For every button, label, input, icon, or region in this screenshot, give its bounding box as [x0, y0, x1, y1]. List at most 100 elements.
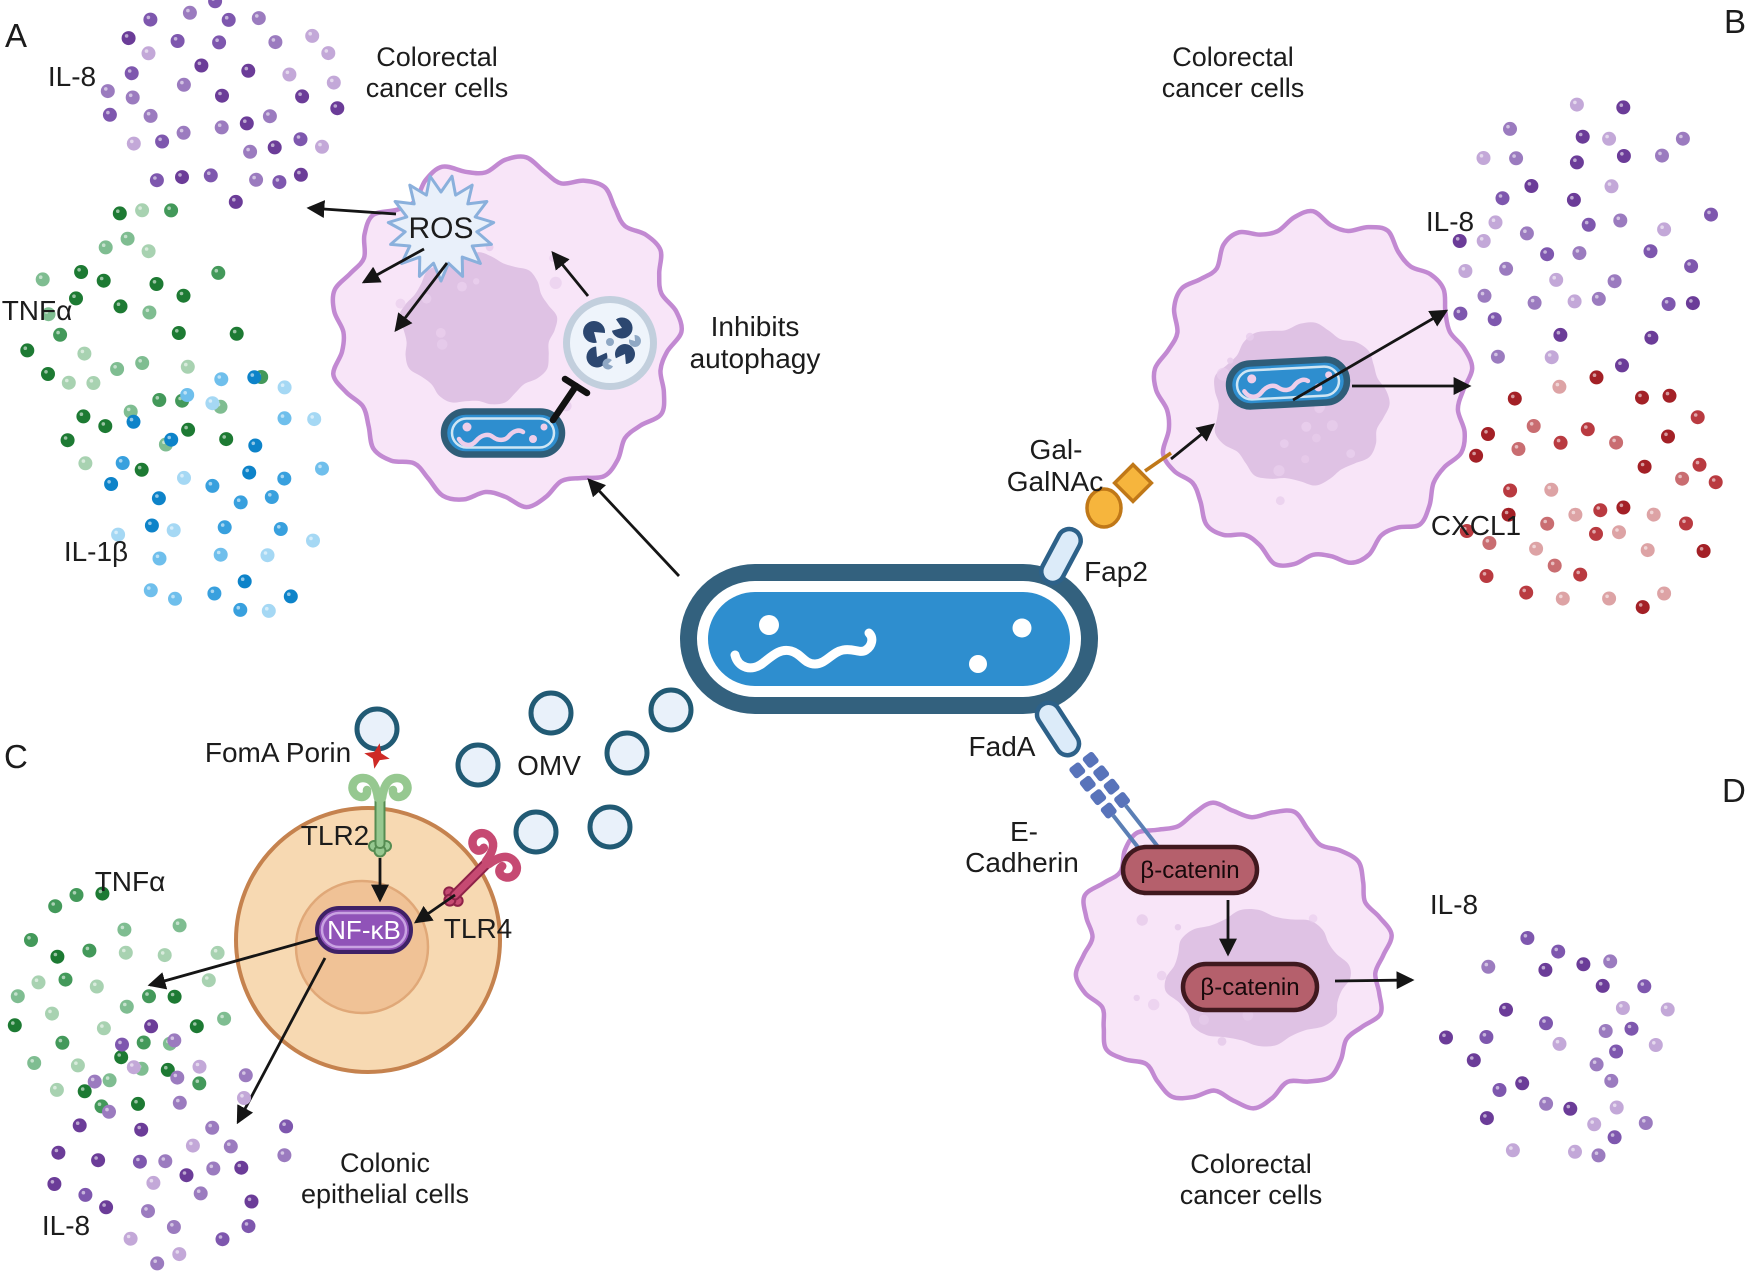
dot-highlight	[130, 139, 134, 144]
omv-vesicle	[604, 730, 650, 776]
il-8-molecule-dot	[192, 1059, 207, 1074]
il-8-molecule-dot	[277, 1148, 292, 1163]
il1b-dots-panel-a	[104, 370, 329, 618]
dot-highlight	[54, 1148, 59, 1153]
il-8-molecule-dot	[267, 140, 282, 155]
dot-highlight	[1495, 1086, 1500, 1090]
dot-highlight	[99, 276, 104, 281]
il-8-molecule-dot	[293, 132, 308, 147]
dot-highlight	[123, 234, 128, 239]
panel-letter-a: A	[5, 17, 27, 54]
dot-highlight	[209, 1164, 214, 1169]
il-1β-molecule-dot	[277, 380, 292, 395]
dot-highlight	[173, 1073, 178, 1078]
tnfα-molecule-dot	[210, 945, 225, 960]
cxcl1-molecule-dot	[1479, 569, 1494, 583]
arrow-tlr4-to-nfkb	[413, 893, 456, 924]
dot-highlight	[318, 464, 322, 469]
dot-highlight	[220, 523, 225, 527]
cxcl1-molecule-dot	[1589, 370, 1604, 385]
il-8-molecule-dot	[1551, 944, 1566, 959]
cxcl1-molecule-dot	[1640, 543, 1655, 558]
il-8-molecule-dot	[143, 12, 158, 27]
omv-vesicle	[587, 804, 633, 850]
tnfα-molecule-dot	[74, 265, 89, 279]
dot-highlight	[81, 1190, 86, 1195]
il-8-molecule-dot	[134, 1122, 149, 1137]
cxcl1-molecule-dot	[1646, 507, 1661, 522]
il-8-molecule-dot	[91, 1153, 106, 1168]
il-8-molecule-dot	[244, 1194, 259, 1209]
dot-highlight	[1640, 982, 1645, 986]
dot-highlight	[53, 952, 58, 957]
dot-highlight	[1514, 445, 1519, 449]
il-8-molecule-dot	[212, 35, 227, 50]
dot-highlight	[100, 1024, 104, 1028]
dot-highlight	[245, 468, 249, 473]
il-8-molecule-dot	[1569, 97, 1584, 112]
dot-highlight	[195, 1062, 200, 1067]
dot-highlight	[1592, 1060, 1597, 1064]
tnfa-dots-panel-a	[20, 203, 269, 477]
il-8-molecule-dot	[194, 58, 209, 73]
tnfα-molecule-dot	[7, 1018, 22, 1033]
dot-highlight	[196, 1189, 201, 1193]
dot-highlight	[65, 378, 69, 383]
dot-highlight	[1605, 594, 1609, 599]
dot-highlight	[63, 436, 68, 440]
cxcl1-molecule-dot	[1690, 410, 1705, 425]
dot-highlight	[1552, 275, 1556, 280]
il-1β-molecule-dot	[214, 372, 229, 387]
il-1β-molecule-dot	[180, 388, 195, 402]
dot-highlight	[1485, 539, 1490, 543]
cytoplasm-speckle	[436, 339, 448, 350]
tnfα-molecule-dot	[10, 989, 25, 1004]
foma-porin-star	[364, 743, 390, 769]
tnfα-molecule-dot	[114, 1050, 129, 1065]
dot-highlight	[123, 1002, 127, 1007]
il-8-molecule-dot	[185, 1138, 200, 1153]
dot-highlight	[1699, 547, 1704, 551]
tnfα-molecule-dot	[58, 972, 73, 987]
cxcl1-molecule-dot	[1529, 541, 1544, 556]
dot-highlight	[1620, 152, 1624, 156]
label-il8-a: IL-8	[48, 61, 96, 92]
dot-highlight	[1619, 503, 1624, 508]
dot-highlight	[116, 302, 121, 307]
cxcl1-molecule-dot	[1602, 591, 1617, 606]
il-8-molecule-dot	[238, 1068, 253, 1083]
dot-highlight	[153, 176, 157, 180]
cytoplasm-speckle	[1174, 924, 1182, 931]
dot-highlight	[211, 0, 215, 1]
il-8-molecule-dot	[1704, 207, 1718, 222]
cytoplasm-speckle	[1217, 1037, 1227, 1046]
label-il1b-a: IL-1β	[64, 536, 128, 567]
label-title-b1: Colorectal	[1172, 42, 1294, 72]
il-8-molecule-dot	[249, 172, 264, 187]
il-8-molecule-dot	[1603, 954, 1618, 969]
il-1β-molecule-dot	[144, 518, 159, 533]
dot-highlight	[1695, 460, 1700, 465]
dot-highlight	[1687, 262, 1691, 266]
dot-highlight	[1660, 225, 1664, 229]
cxcl1-molecule-dot	[1544, 482, 1559, 497]
il-8-molecule-dot	[166, 1220, 181, 1234]
label-colonic-2: epithelial cells	[301, 1179, 469, 1209]
dot-highlight	[44, 370, 48, 374]
dot-highlight	[1571, 1147, 1575, 1152]
dot-highlight	[75, 1121, 80, 1125]
il-8-molecule-dot	[1609, 1044, 1624, 1059]
dot-highlight	[77, 268, 81, 272]
dot-highlight	[1442, 1033, 1446, 1038]
il-8-molecule-dot	[1476, 234, 1491, 248]
il-8-molecule-dot	[1509, 151, 1524, 166]
il-8-molecule-dot	[1492, 1083, 1507, 1097]
dot-highlight	[1578, 132, 1583, 137]
il8-dots-panel-b	[1452, 97, 1718, 373]
dot-highlight	[1605, 134, 1609, 139]
dot-highlight	[1543, 250, 1547, 254]
tnfα-molecule-dot	[135, 203, 150, 218]
dot-highlight	[167, 435, 171, 440]
dot-highlight	[280, 383, 285, 388]
il-1β-molecule-dot	[152, 551, 167, 566]
